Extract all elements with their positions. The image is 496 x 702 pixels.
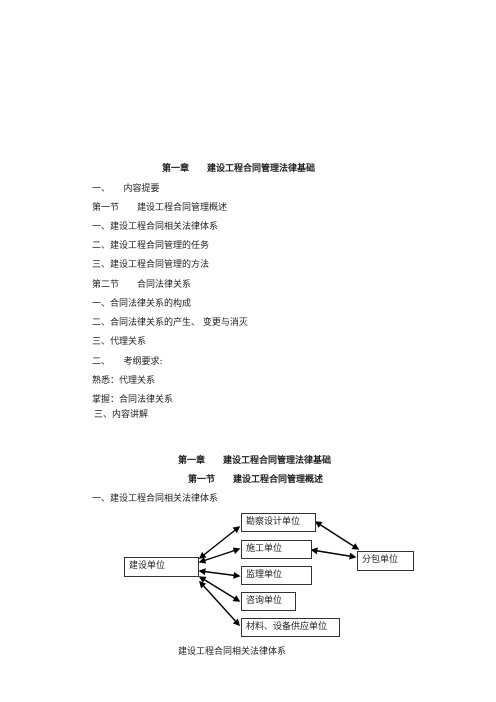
outline-item: 三、建设工程合同管理的方法 (92, 260, 210, 270)
arrow-construction (198, 547, 241, 564)
box-materials: 材料、设备供应单位 (241, 618, 340, 637)
outline-item: 三、代理关系 (92, 337, 147, 347)
box-client: 建设单位 (124, 557, 199, 577)
arrow-sub-survey (314, 521, 360, 550)
arrow-supervision (198, 568, 241, 579)
arrow-survey (198, 526, 241, 559)
section-title: 第一节 建设工程合同管理概述 (188, 475, 324, 485)
outline-item: 一、合同法律关系的构成 (92, 299, 192, 309)
box-consulting: 咨询单位 (241, 592, 296, 611)
outline-item: 二、合同法律关系的产生、 变更与消灭 (92, 318, 248, 328)
familiar-text: 熟悉：代理关系 (92, 376, 156, 386)
outline-item: 第二节 合同法律关系 (92, 280, 192, 290)
summary-heading: 一、 内容提要 (92, 184, 160, 194)
box-construction: 施工单位 (241, 540, 312, 559)
master-text: 掌握：合同法律关系 (92, 395, 174, 405)
outline-item: 二、建设工程合同管理的任务 (92, 241, 210, 251)
subsection-title: 一、建设工程合同相关法律体系 (92, 494, 219, 504)
box-supervision: 监理单位 (241, 566, 312, 585)
diagram-caption: 建设工程合同相关法律体系 (178, 647, 287, 657)
arrow-materials (198, 580, 241, 627)
requirements-heading: 二、 考纲要求: (92, 357, 163, 367)
box-subcontractor: 分包单位 (357, 551, 414, 571)
outline-item: 一、建设工程合同相关法律体系 (92, 222, 219, 232)
box-survey-design: 勘察设计单位 (241, 513, 316, 532)
outline-item: 第一节 建设工程合同管理概述 (92, 203, 228, 213)
chapter-title: 第一章 建设工程合同管理法律基础 (162, 164, 316, 174)
chapter-title-2: 第一章 建设工程合同管理法律基础 (178, 456, 332, 466)
arrow-sub-construction (310, 547, 357, 560)
explain-heading: 三、内容讲解 (94, 410, 149, 420)
